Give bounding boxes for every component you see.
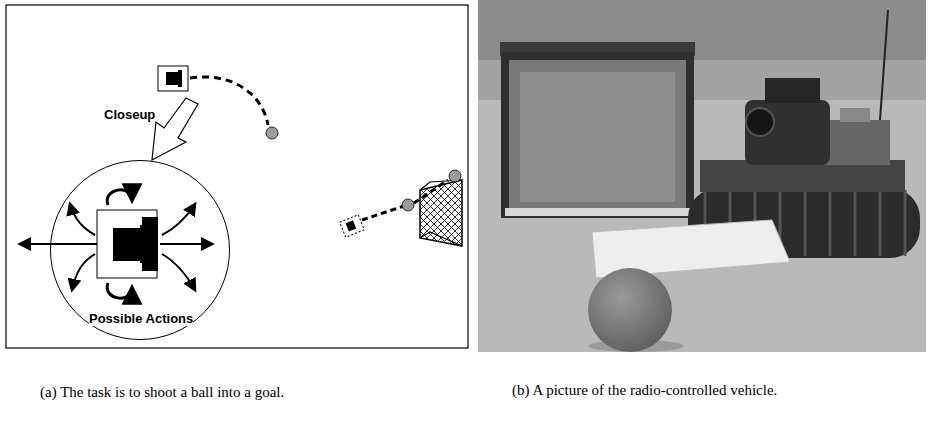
photo-panel: [478, 0, 926, 352]
callout-label: Closeup: [104, 106, 155, 124]
action-circle: Possible Actions: [50, 160, 230, 340]
node-text: Possible Actions: [89, 311, 193, 326]
panel-a: [6, 5, 468, 348]
figure-caption: (b) A picture of the radio-controlled ve…: [512, 380, 892, 400]
figure-caption: (a) The task is to shoot a ball into a g…: [40, 382, 284, 402]
